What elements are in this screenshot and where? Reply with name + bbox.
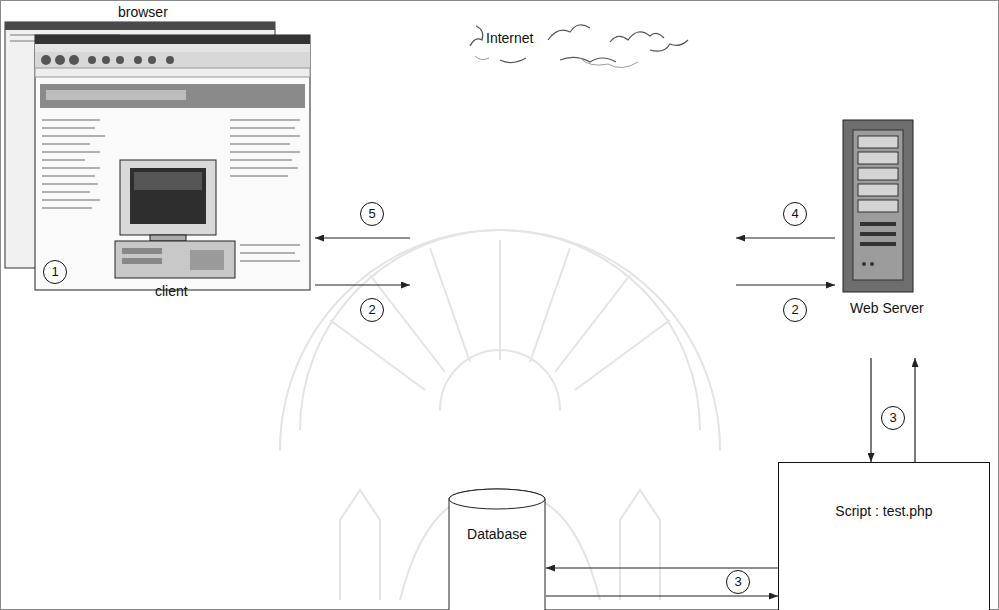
arrow-connector — [546, 567, 778, 568]
callout-number: 3 — [726, 570, 750, 594]
callout-number: 4 — [783, 202, 807, 226]
arrow-connector — [736, 237, 835, 238]
arrow-connector — [546, 595, 778, 596]
arrow-connector — [914, 358, 915, 462]
script-box: Script : test.php — [778, 462, 990, 610]
arrow-connector — [315, 237, 410, 238]
node-text: client — [155, 283, 188, 300]
node-text: Internet — [484, 30, 535, 47]
browser-label: browser — [118, 4, 168, 21]
internet-cloud: Internet — [410, 20, 736, 290]
callout-number: 5 — [360, 202, 384, 226]
arrow-connector — [736, 284, 835, 285]
node-text: Database — [467, 526, 527, 543]
callout-number: 1 — [43, 260, 67, 284]
callout-number: 3 — [881, 406, 905, 430]
arrow-connector — [315, 284, 410, 285]
database-cylinder: Database — [448, 488, 546, 610]
callout-number: 2 — [783, 298, 807, 322]
node-text: Web Server — [850, 300, 924, 317]
arrow-connector — [870, 358, 871, 462]
web-server: Web Server — [835, 118, 960, 358]
node-text: Script : test.php — [835, 503, 932, 520]
cylinder-outline — [448, 488, 546, 610]
client-computer: client — [110, 160, 315, 305]
callout-number: 2 — [360, 298, 384, 322]
